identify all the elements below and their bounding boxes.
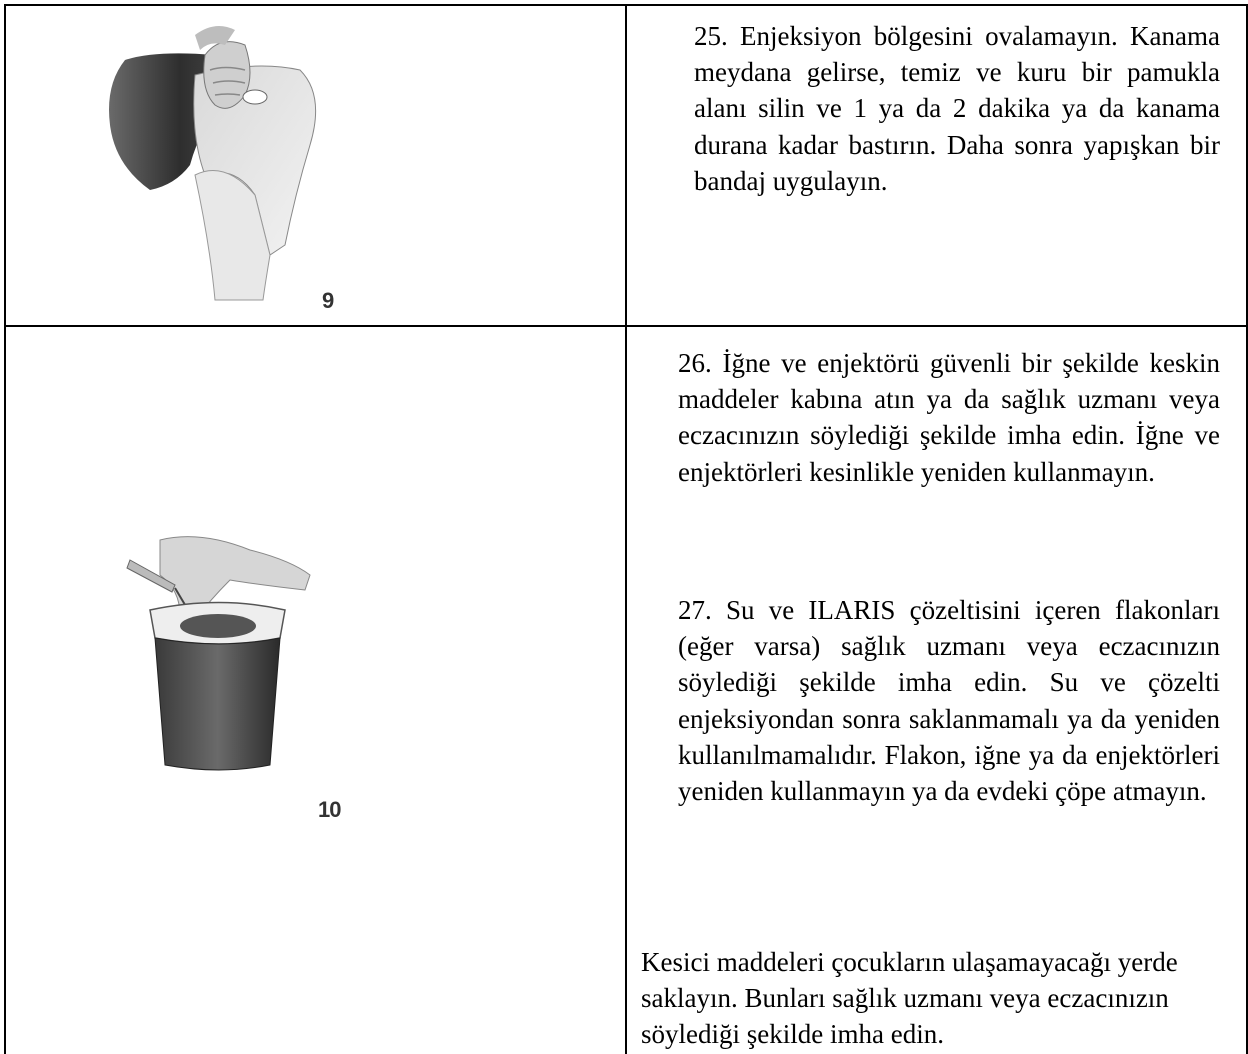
sharps-container-illustration xyxy=(126,536,311,771)
figure-9-label: 9 xyxy=(322,288,334,313)
step-25: 25. Enjeksiyon bölgesini ovalamayın. Kan… xyxy=(694,21,1220,196)
step-26: 26. İğne ve enjektörü güvenli bir şekild… xyxy=(678,348,1220,487)
storage-note: Kesici maddeleri çocukların ulaşamayacağ… xyxy=(641,947,1178,1049)
table-border-left xyxy=(4,4,6,1054)
figure-9-illustration xyxy=(95,15,325,315)
step-25-text: 25. Enjeksiyon bölgesini ovalamayın. Kan… xyxy=(694,18,1220,199)
table-row-divider xyxy=(4,325,1248,327)
table-column-divider xyxy=(625,4,627,1054)
thigh-pressing-illustration xyxy=(109,26,317,301)
figure-10-label: 10 xyxy=(318,797,342,822)
step-27: 27. Su ve ILARIS çözeltisini içeren flak… xyxy=(678,595,1220,807)
step-26-text: 26. İğne ve enjektörü güvenli bir şekild… xyxy=(678,345,1220,490)
figure-10-illustration xyxy=(120,520,320,780)
table-border-right xyxy=(1246,4,1248,1054)
step-27-text: 27. Su ve ILARIS çözeltisini içeren flak… xyxy=(678,592,1220,809)
